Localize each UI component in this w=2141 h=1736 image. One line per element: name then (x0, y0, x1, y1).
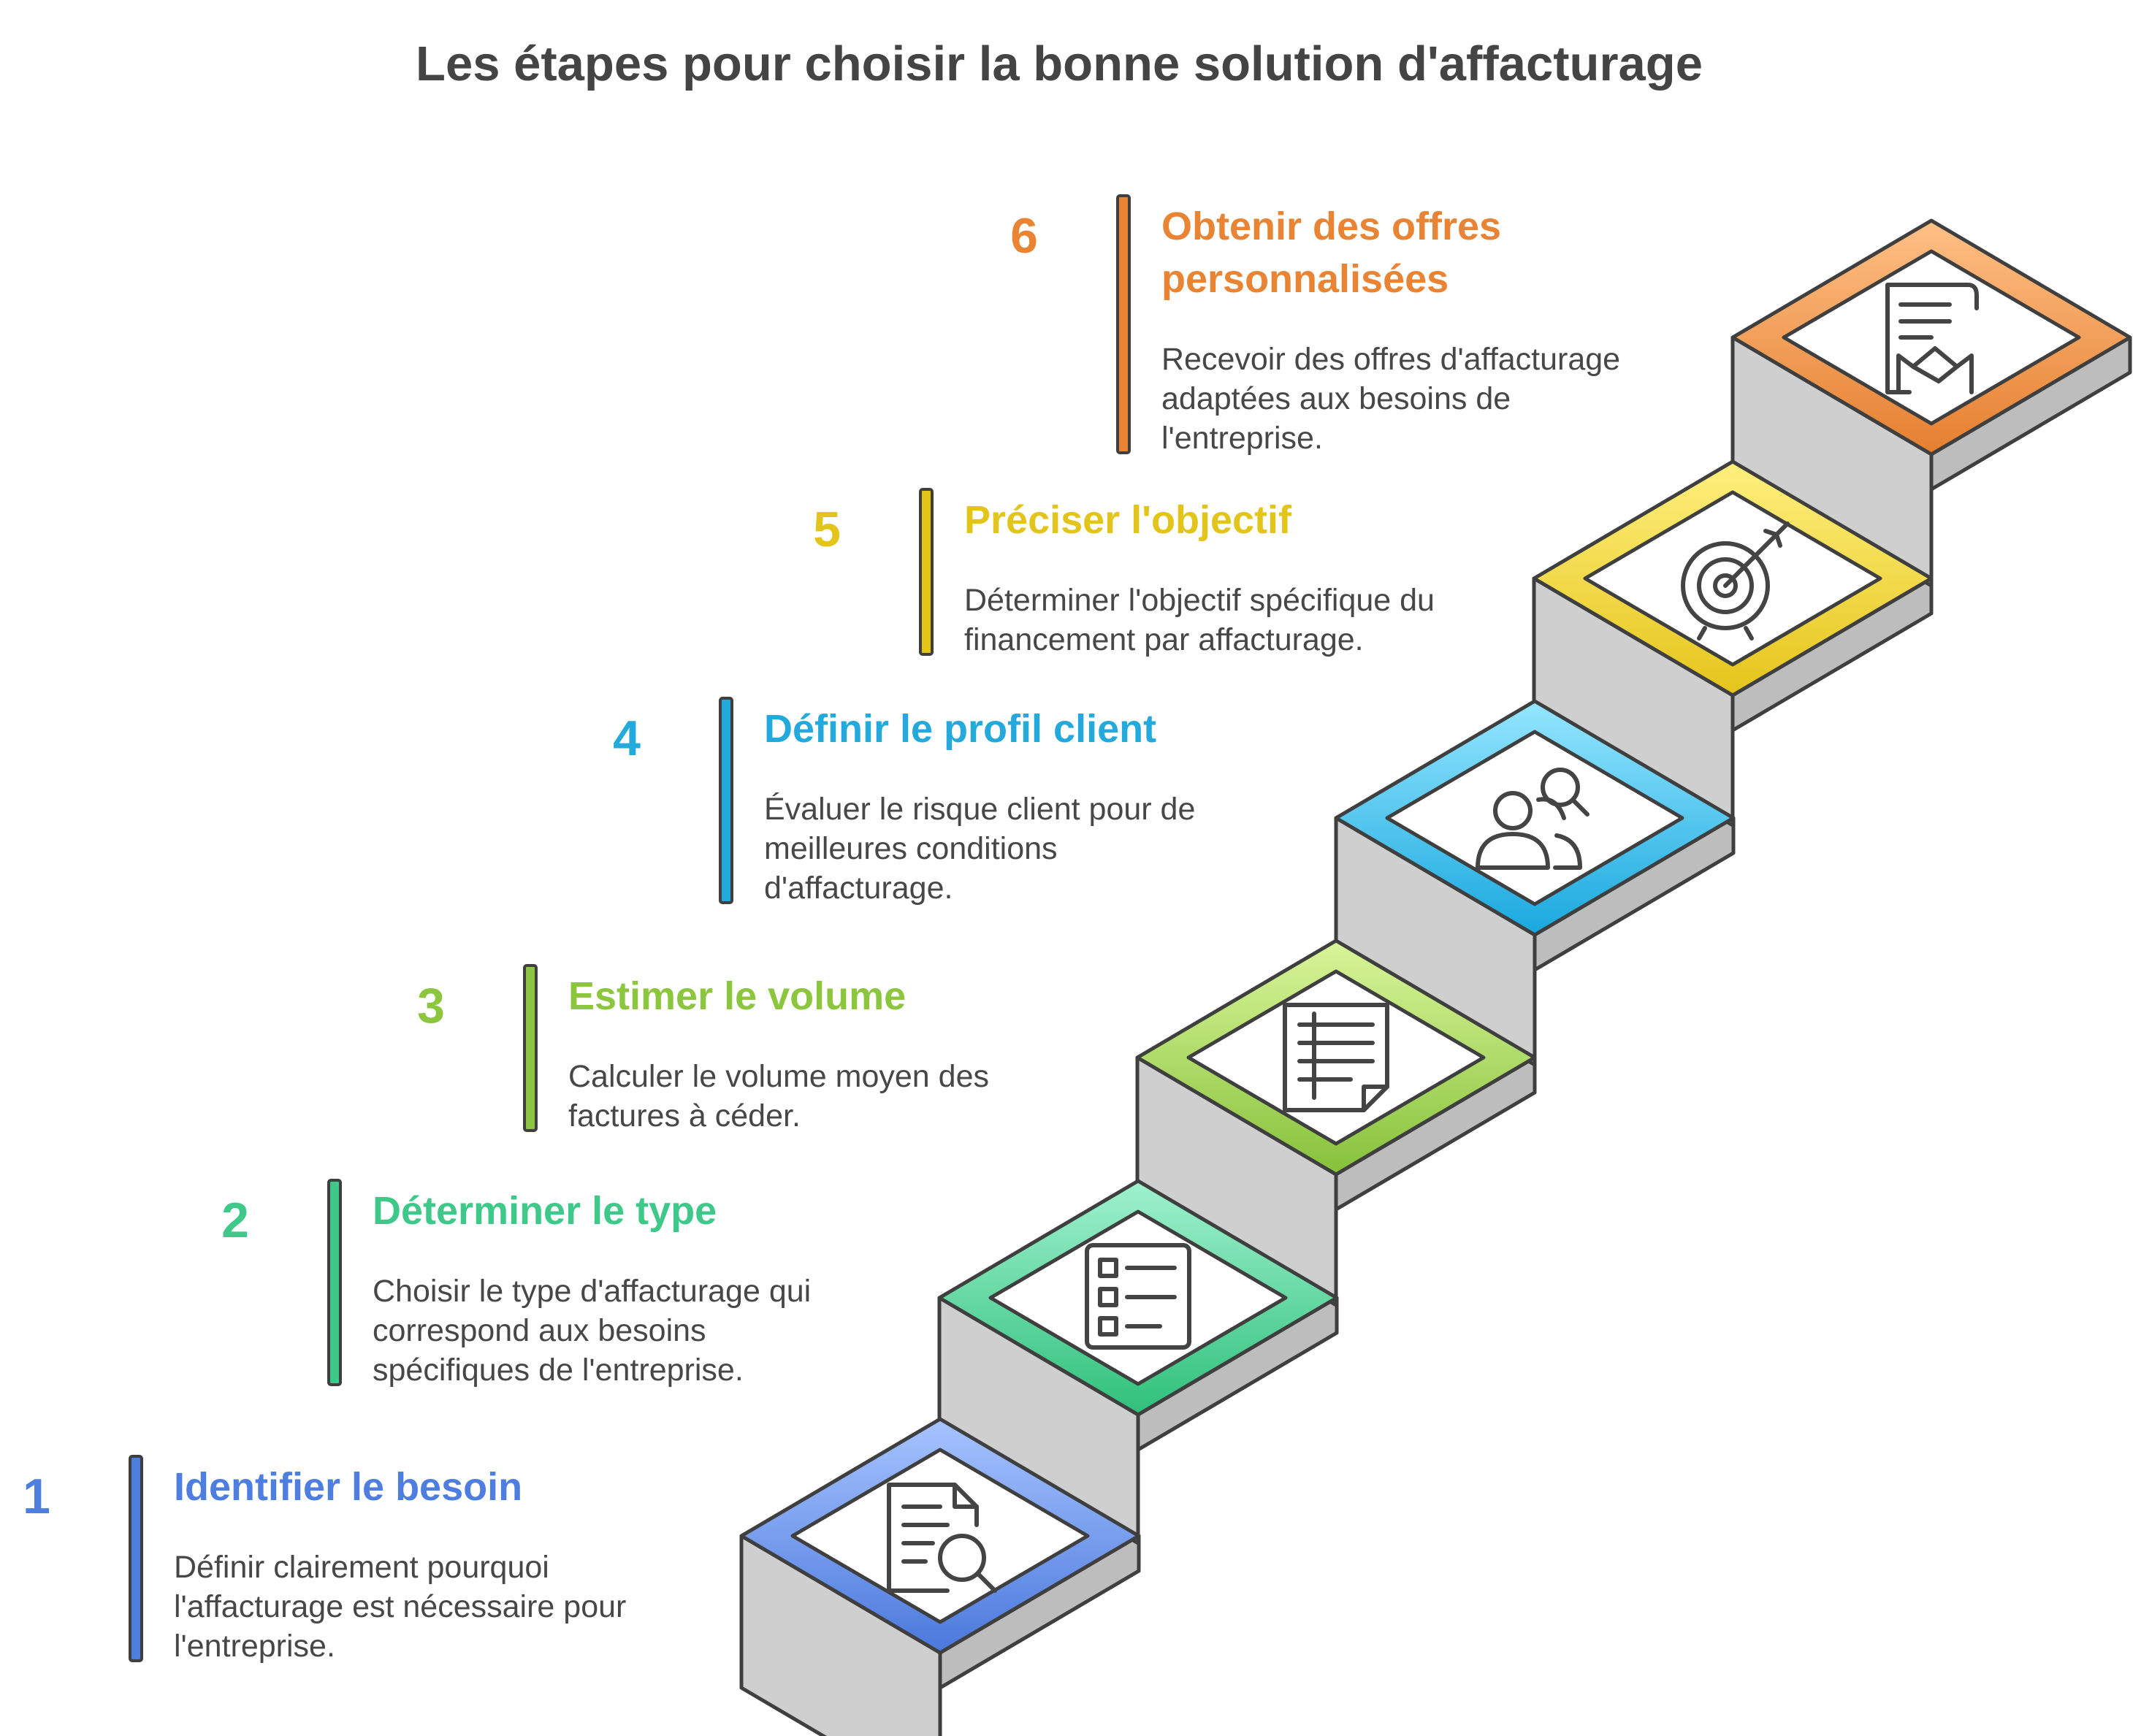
tile-face (790, 1448, 1090, 1624)
step-accent-bar (919, 488, 934, 656)
step-number: 1 (23, 1469, 50, 1524)
step-description: l'entreprise. (174, 1629, 335, 1664)
step-title: personnalisées (1161, 257, 1449, 301)
step-tile-1 (739, 1417, 1141, 1655)
step-description: Déterminer l'objectif spécifique du (964, 583, 1435, 618)
step-title: Obtenir des offres (1161, 204, 1501, 248)
step-description: Choisir le type d'affacturage qui (373, 1274, 811, 1309)
tile-face (1186, 969, 1486, 1146)
step-tile-3 (1135, 938, 1537, 1177)
invoice-lines-icon (1283, 1003, 1389, 1112)
step-number: 3 (417, 978, 445, 1033)
step-title: Définir le profil client (764, 707, 1156, 751)
step-tile-2 (937, 1179, 1339, 1417)
tile-face (1385, 730, 1684, 906)
step-title: Identifier le besoin (174, 1465, 522, 1509)
step-description: financement par affacturage. (964, 622, 1364, 657)
step-accent-bar (327, 1179, 342, 1386)
step-label-6: 6 Obtenir des offres personnaliséesRecevoi… (1010, 194, 1620, 456)
step-accent-bar (1116, 194, 1131, 454)
step-tiles (739, 218, 2132, 1655)
step-title: Préciser l'objectif (964, 498, 1292, 542)
step-description: d'affacturage. (764, 871, 953, 906)
contract-handshake-icon (1885, 283, 1979, 394)
step-description: factures à céder. (568, 1098, 801, 1133)
step-description: meilleures conditions (764, 831, 1058, 866)
step-description: correspond aux besoins (373, 1313, 706, 1348)
people-search-icon (1476, 768, 1589, 870)
step-description: Recevoir des offres d'affacturage (1161, 342, 1620, 377)
step-number: 5 (813, 502, 841, 557)
step-description: l'affacturage est nécessaire pour (174, 1589, 626, 1624)
step-number: 4 (613, 711, 641, 766)
page-title: Les étapes pour choisir la bonne solutio… (416, 37, 1703, 91)
step-accent-bar (719, 697, 733, 904)
checklist-icon (1085, 1243, 1191, 1350)
step-description: l'entreprise. (1161, 421, 1323, 456)
target-arrow-icon (1681, 521, 1790, 641)
step-title: Estimer le volume (568, 974, 906, 1018)
step-tile-4 (1334, 699, 1736, 937)
step-accent-bar (523, 964, 538, 1132)
step-accent-bar (129, 1455, 143, 1662)
step-description: Calculer le volume moyen des (568, 1059, 989, 1094)
document-search-icon (887, 1483, 997, 1593)
step-description: Définir clairement pourquoi (174, 1550, 549, 1585)
step-title: Déterminer le type (373, 1189, 717, 1233)
step-tile-5 (1532, 459, 1934, 697)
step-tile-6 (1730, 218, 2132, 456)
step-description: Évaluer le risque client pour de (764, 792, 1195, 827)
step-description: spécifiques de l'entreprise. (373, 1353, 744, 1388)
step-number: 2 (221, 1193, 249, 1248)
step-description: adaptées aux besoins de (1161, 381, 1511, 416)
step-number: 6 (1010, 208, 1038, 264)
